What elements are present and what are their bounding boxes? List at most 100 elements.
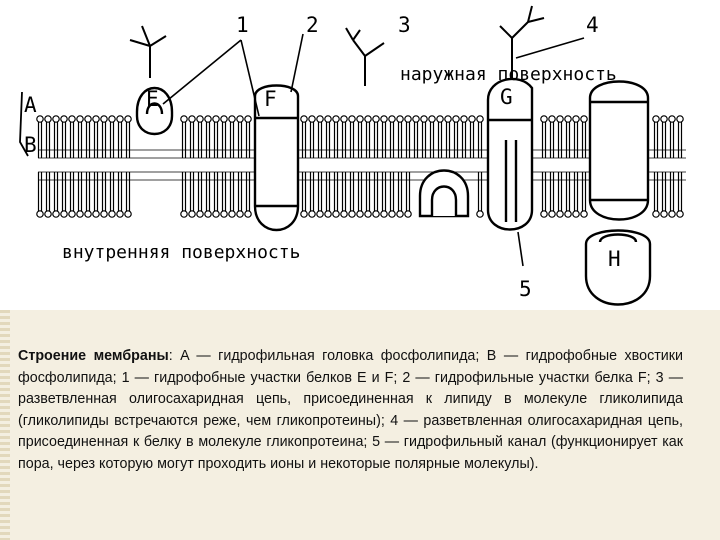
lipid-head-upper [557,116,563,122]
lipid-head-upper [53,116,59,122]
lipid-head-upper [245,116,251,122]
lipid-head-lower [381,211,387,217]
lipid-head-lower [189,211,195,217]
lipid-head-upper [373,116,379,122]
lipid-head-upper [85,116,91,122]
lipid-head-lower [45,211,51,217]
lipid-head-upper [437,116,443,122]
lipid-head-lower [397,211,403,217]
lipid-head-lower [357,211,363,217]
lipid-head-lower [333,211,339,217]
lipid-head-lower [325,211,331,217]
caption: Строение мембраны: A — гидрофильная голо… [18,346,683,475]
lipid-head-upper [365,116,371,122]
lipid-head-upper [125,116,131,122]
label-g: G [500,85,513,109]
lipid-head-upper [461,116,467,122]
lipid-head-lower [573,211,579,217]
label-h: H [608,247,621,271]
lipid-head-upper [37,116,43,122]
lipid-head-upper [317,116,323,122]
lipid-head-lower [61,211,67,217]
lipid-head-lower [53,211,59,217]
lipid-head-upper [341,116,347,122]
label-3: 3 [398,13,411,37]
lipid-head-lower [549,211,555,217]
lipid-head-upper [573,116,579,122]
lipid-head-lower [349,211,355,217]
lipid-head-upper [45,116,51,122]
phospholipid-bilayer [37,116,686,217]
lipid-head-upper [661,116,667,122]
lipid-head-upper [213,116,219,122]
caption-body: : A — гидрофильная головка фосфолипида; … [18,348,683,472]
lipid-head-lower [37,211,43,217]
lipid-head-upper [205,116,211,122]
lipid-head-lower [541,211,547,217]
lipid-head-upper [237,116,243,122]
lipid-head-upper [101,116,107,122]
oligosaccharide-chain-e [130,26,166,78]
lipid-head-upper [109,116,115,122]
lipid-head-upper [549,116,555,122]
lipid-head-lower [181,211,187,217]
lipid-head-upper [221,116,227,122]
lipid-head-upper [381,116,387,122]
lipid-head-lower [213,211,219,217]
lipid-head-upper [229,116,235,122]
inner-surface-label: внутренняя поверхность [62,242,300,263]
lipid-head-upper [325,116,331,122]
lipid-head-lower [245,211,251,217]
lipid-head-lower [557,211,563,217]
lipid-head-upper [405,116,411,122]
lipid-head-upper [565,116,571,122]
decorative-stripe [0,310,10,540]
lipid-head-upper [469,116,475,122]
lipid-head-upper [445,116,451,122]
lipid-head-lower [101,211,107,217]
label-5: 5 [519,277,532,301]
lipid-head-lower [661,211,667,217]
membrane-diagram: A B E F G H 1 2 3 4 5 наружная поверхнос… [0,0,720,310]
lipid-head-lower [373,211,379,217]
lipid-head-upper [93,116,99,122]
lipid-head-upper [117,116,123,122]
label-e: E [146,87,159,111]
lipid-head-lower [197,211,203,217]
lipid-head-lower [565,211,571,217]
lipid-head-lower [237,211,243,217]
lipid-head-upper [181,116,187,122]
lipid-head-upper [69,116,75,122]
lipid-head-lower [85,211,91,217]
label-a: A [24,93,37,117]
lipid-head-upper [61,116,67,122]
lipid-head-lower [317,211,323,217]
lipid-head-upper [397,116,403,122]
lipid-head-lower [389,211,395,217]
lipid-head-upper [349,116,355,122]
lipid-head-upper [189,116,195,122]
lipid-head-lower [677,211,683,217]
caption-area: Строение мембраны: A — гидрофильная голо… [0,310,720,540]
lipid-head-lower [341,211,347,217]
lipid-head-lower [581,211,587,217]
lipid-head-upper [357,116,363,122]
label-b: B [24,133,37,157]
lipid-head-lower [221,211,227,217]
lipid-head-lower [117,211,123,217]
caption-title: Строение мембраны [18,348,169,364]
lipid-head-lower [669,211,675,217]
lipid-head-lower [309,211,315,217]
lipid-head-lower [205,211,211,217]
lipid-head-lower [77,211,83,217]
lipid-head-lower [365,211,371,217]
lipid-head-upper [429,116,435,122]
lipid-head-upper [477,116,483,122]
lipid-head-lower [653,211,659,217]
label-2: 2 [306,13,319,37]
oligosaccharide-chain-3 [346,28,384,86]
lipid-head-upper [541,116,547,122]
lipid-head-lower [301,211,307,217]
lipid-head-upper [581,116,587,122]
outer-surface-label: наружная поверхность [400,64,617,85]
